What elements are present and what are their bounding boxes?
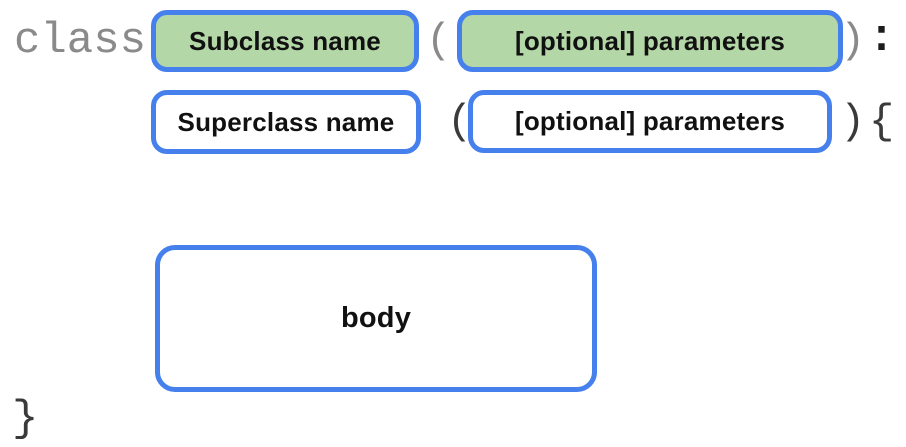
close-brace: } [12, 394, 39, 444]
body-label: body [340, 302, 412, 334]
line2-open-brace: { [869, 98, 895, 146]
keyword-class: class [14, 16, 147, 66]
superclass-parameters-box: [optional] parameters [468, 90, 832, 153]
body-box: body [155, 245, 597, 392]
subclass-parameters-label: [optional] parameters [514, 25, 786, 56]
subclass-name-label: Subclass name [189, 25, 381, 56]
line1-open-paren: ( [426, 17, 452, 65]
line1-close-paren: ) [840, 17, 866, 65]
subclass-parameters-box: [optional] parameters [457, 10, 843, 72]
superclass-name-label: Superclass name [177, 106, 395, 137]
superclass-name-box: Superclass name [151, 90, 421, 154]
line2-close-paren: ) [840, 98, 866, 146]
superclass-parameters-label: [optional] parameters [514, 106, 786, 136]
subclass-name-box: Subclass name [151, 10, 419, 72]
line1-colon: : [868, 13, 896, 64]
